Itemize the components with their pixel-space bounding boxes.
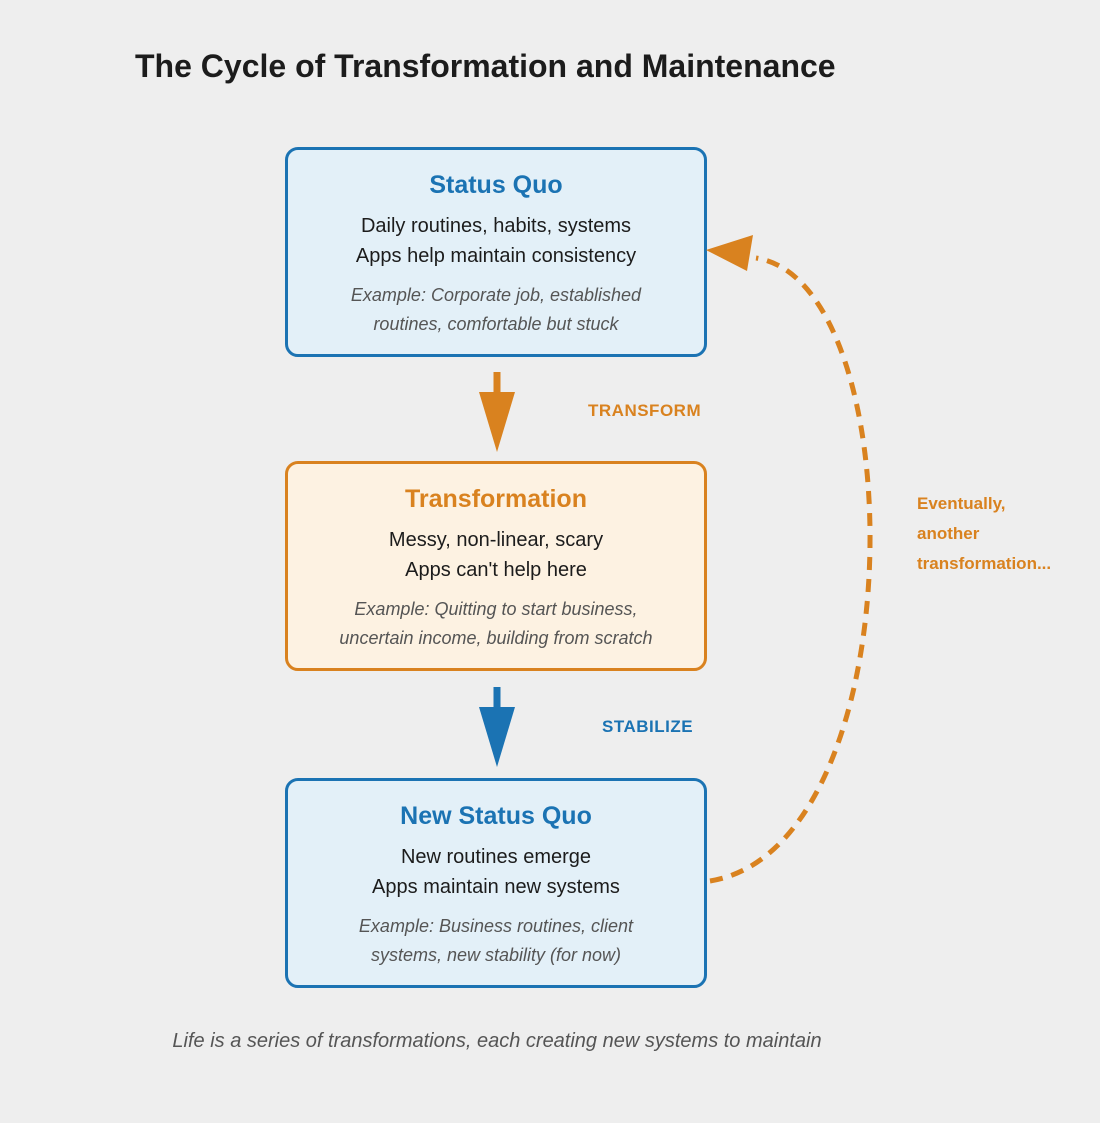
- loop-label-line-2: another: [917, 524, 980, 543]
- status-quo-line-1: Daily routines, habits, systems: [360, 215, 632, 237]
- transformation-example-line-2: uncertain income, building from scratch: [339, 628, 653, 648]
- new-status-quo-line-2: Apps maintain new systems: [372, 876, 620, 898]
- new-status-quo-example-line-2: systems, new stability (for now): [370, 945, 622, 965]
- stabilize-down-arrow-icon: [479, 687, 515, 767]
- new-status-quo-title: New Status Quo: [400, 802, 592, 830]
- new-status-quo-box: New Status Quo New routines emerge Apps …: [285, 778, 707, 988]
- transformation-line-2: Apps can't help here: [405, 559, 587, 581]
- loop-label-line-1: Eventually,: [917, 494, 1006, 513]
- new-status-quo-line-1: New routines emerge: [400, 846, 592, 868]
- transform-label: TRANSFORM: [588, 401, 702, 420]
- transformation-line-1: Messy, non-linear, scary: [388, 529, 604, 551]
- new-status-quo-example-line-1: Example: Business routines, client: [358, 916, 634, 936]
- transformation-example-line-1: Example: Quitting to start business,: [354, 599, 638, 619]
- status-quo-line-2: Apps help maintain consistency: [355, 245, 637, 267]
- loop-curve: [709, 255, 873, 884]
- status-quo-box: Status Quo Daily routines, habits, syste…: [285, 147, 707, 357]
- status-quo-example-line-2: routines, comfortable but stuck: [373, 314, 619, 334]
- stabilize-label: STABILIZE: [602, 717, 694, 736]
- page-title: The Cycle of Transformation and Maintena…: [135, 48, 836, 84]
- transformation-box: Transformation Messy, non-linear, scary …: [285, 461, 707, 671]
- new-status-quo-example: Example: Business routines, client syste…: [288, 912, 704, 970]
- footer-caption: Life is a series of transformations, eac…: [172, 1030, 822, 1052]
- status-quo-example: Example: Corporate job, established rout…: [288, 281, 704, 339]
- transform-down-arrow-icon: [479, 372, 515, 452]
- transformation-title: Transformation: [405, 485, 587, 513]
- status-quo-title: Status Quo: [429, 171, 563, 199]
- loop-arrowhead-icon: [706, 235, 753, 271]
- loop-label-line-3: transformation...: [917, 554, 1052, 573]
- transformation-example: Example: Quitting to start business, unc…: [288, 595, 704, 653]
- loop-label: Eventually, another transformation...: [917, 489, 1051, 579]
- status-quo-example-line-1: Example: Corporate job, established: [350, 285, 642, 305]
